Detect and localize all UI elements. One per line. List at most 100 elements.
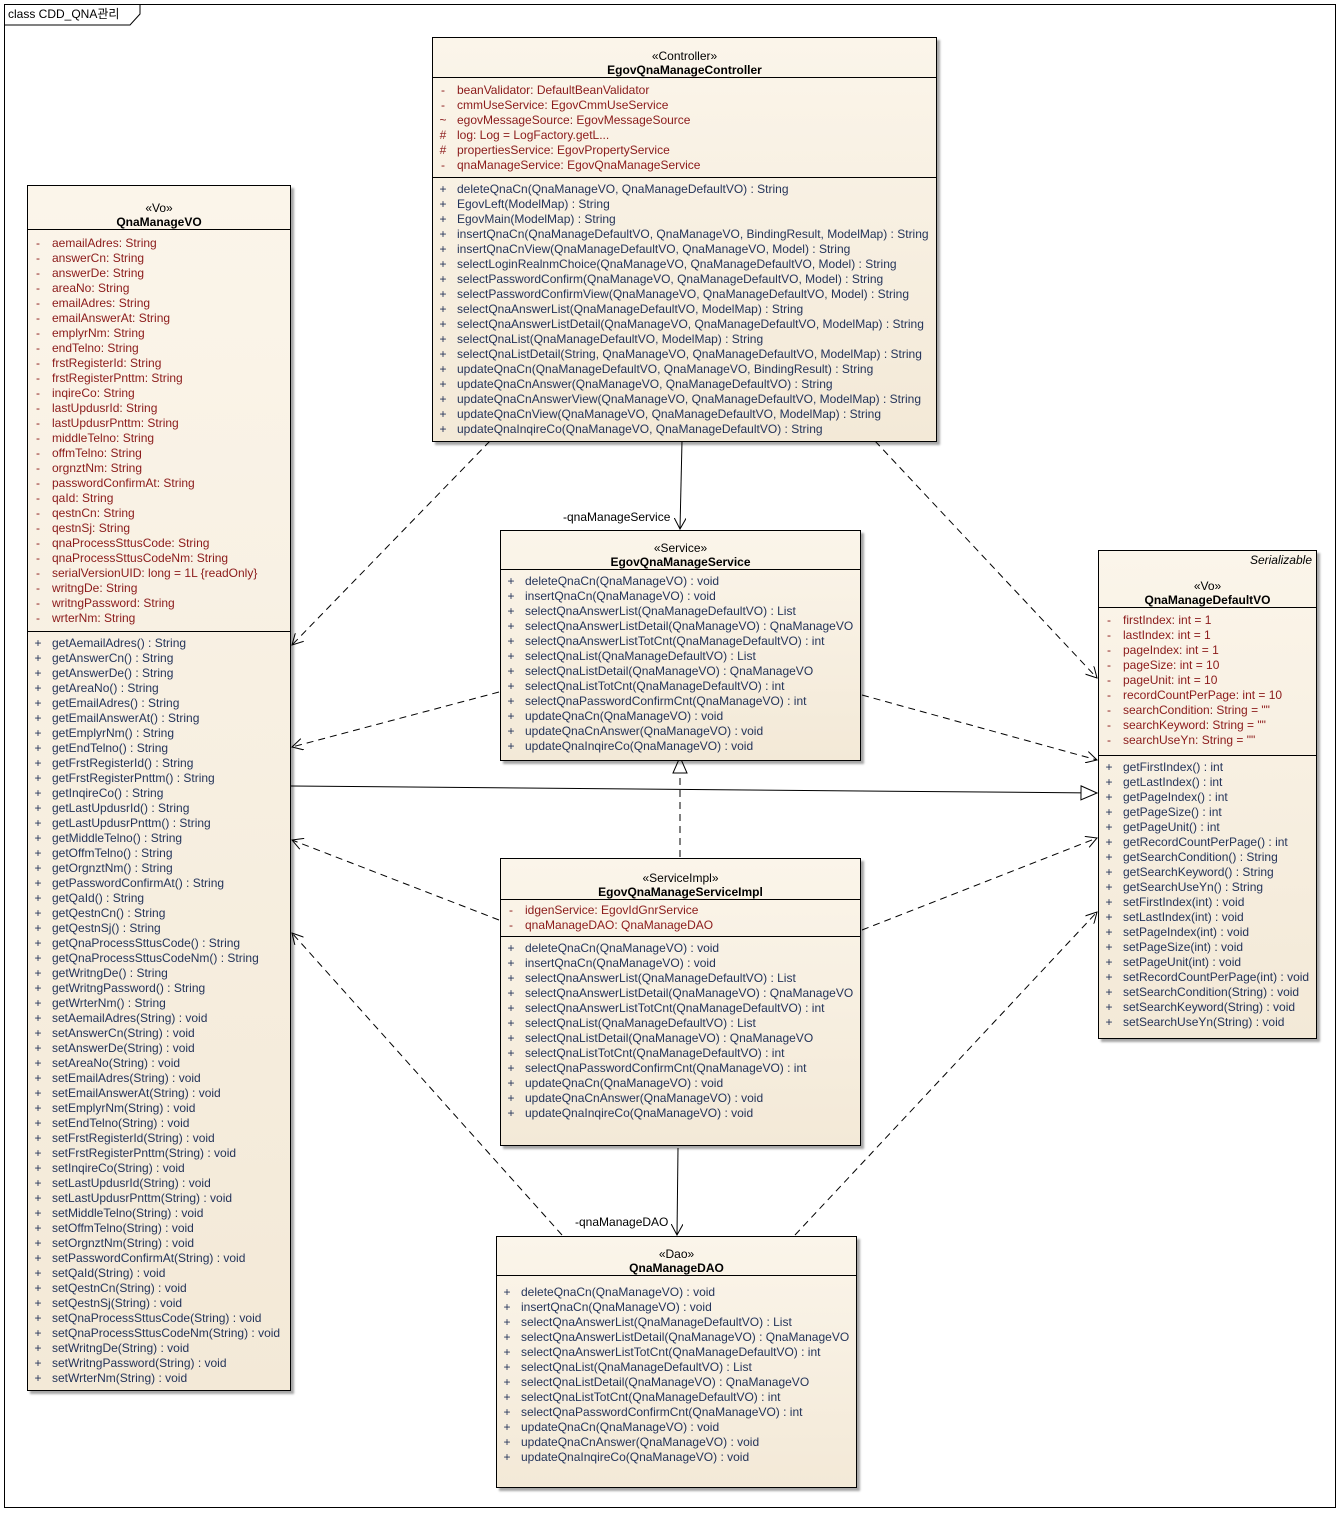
operation-row[interactable]: +getQaId() : String <box>28 891 290 906</box>
operation-row[interactable]: +setWritngPassword(String) : void <box>28 1356 290 1371</box>
attribute-row[interactable]: -emplyrNm: String <box>28 326 290 341</box>
attribute-row[interactable]: -areaNo: String <box>28 281 290 296</box>
operation-row[interactable]: +getEmailAdres() : String <box>28 696 290 711</box>
operation-row[interactable]: +insertQnaCnView(QnaManageDefaultVO, Qna… <box>433 242 936 257</box>
attribute-row[interactable]: -endTelno: String <box>28 341 290 356</box>
attribute-row[interactable]: -recordCountPerPage: int = 10 <box>1099 688 1316 703</box>
operation-row[interactable]: +insertQnaCn(QnaManageVO) : void <box>501 589 860 604</box>
operation-row[interactable]: +updateQnaInqireCo(QnaManageVO) : void <box>501 1106 860 1121</box>
attribute-row[interactable]: -offmTelno: String <box>28 446 290 461</box>
attribute-row[interactable]: -qaId: String <box>28 491 290 506</box>
attribute-row[interactable]: -pageSize: int = 10 <box>1099 658 1316 673</box>
operation-row[interactable]: +setInqireCo(String) : void <box>28 1161 290 1176</box>
operation-row[interactable]: +setSearchKeyword(String) : void <box>1099 1000 1316 1015</box>
attribute-row[interactable]: -writngDe: String <box>28 581 290 596</box>
operation-row[interactable]: +getLastUpdusrId() : String <box>28 801 290 816</box>
operation-row[interactable]: +selectQnaListTotCnt(QnaManageDefaultVO)… <box>497 1390 856 1405</box>
operation-row[interactable]: +getRecordCountPerPage() : int <box>1099 835 1316 850</box>
operation-row[interactable]: +getOffmTelno() : String <box>28 846 290 861</box>
operation-row[interactable]: +getSearchKeyword() : String <box>1099 865 1316 880</box>
operation-row[interactable]: +selectQnaListDetail(QnaManageVO) : QnaM… <box>501 664 860 679</box>
attribute-row[interactable]: #propertiesService: EgovPropertyService <box>433 143 936 158</box>
operation-row[interactable]: +getQestnSj() : String <box>28 921 290 936</box>
attribute-row[interactable]: -passwordConfirmAt: String <box>28 476 290 491</box>
operation-row[interactable]: +getAreaNo() : String <box>28 681 290 696</box>
attribute-row[interactable]: -qnaManageService: EgovQnaManageService <box>433 158 936 173</box>
operation-row[interactable]: +getLastIndex() : int <box>1099 775 1316 790</box>
operation-row[interactable]: +selectQnaAnswerList(QnaManageDefaultVO)… <box>501 604 860 619</box>
attribute-row[interactable]: -qnaManageDAO: QnaManageDAO <box>501 918 860 933</box>
attribute-row[interactable]: -qnaProcessSttusCode: String <box>28 536 290 551</box>
attribute-row[interactable]: -frstRegisterId: String <box>28 356 290 371</box>
operation-row[interactable]: +setPasswordConfirmAt(String) : void <box>28 1251 290 1266</box>
operation-row[interactable]: +getFrstRegisterId() : String <box>28 756 290 771</box>
operation-row[interactable]: +updateQnaInqireCo(QnaManageVO) : void <box>501 739 860 754</box>
operation-row[interactable]: +getSearchUseYn() : String <box>1099 880 1316 895</box>
attribute-row[interactable]: -lastIndex: int = 1 <box>1099 628 1316 643</box>
operation-row[interactable]: +setAreaNo(String) : void <box>28 1056 290 1071</box>
attribute-row[interactable]: -qestnCn: String <box>28 506 290 521</box>
operation-row[interactable]: +setLastUpdusrId(String) : void <box>28 1176 290 1191</box>
attribute-row[interactable]: ~egovMessageSource: EgovMessageSource <box>433 113 936 128</box>
operation-row[interactable]: +insertQnaCn(QnaManageVO) : void <box>497 1300 856 1315</box>
operation-row[interactable]: +selectQnaAnswerListTotCnt(QnaManageDefa… <box>501 1001 860 1016</box>
operation-row[interactable]: +getEmplyrNm() : String <box>28 726 290 741</box>
operation-row[interactable]: +selectQnaListDetail(QnaManageVO) : QnaM… <box>501 1031 860 1046</box>
operation-row[interactable]: +updateQnaInqireCo(QnaManageVO, QnaManag… <box>433 422 936 437</box>
operation-row[interactable]: +deleteQnaCn(QnaManageVO) : void <box>501 574 860 589</box>
class-service[interactable]: «Service»EgovQnaManageService+deleteQnaC… <box>500 530 861 761</box>
operation-row[interactable]: +EgovMain(ModelMap) : String <box>433 212 936 227</box>
operation-row[interactable]: +selectLoginRealnmChoice(QnaManageVO, Qn… <box>433 257 936 272</box>
operation-row[interactable]: +deleteQnaCn(QnaManageVO) : void <box>501 941 860 956</box>
operation-row[interactable]: +setFrstRegisterPnttm(String) : void <box>28 1146 290 1161</box>
operation-row[interactable]: +updateQnaCnAnswer(QnaManageVO) : void <box>501 724 860 739</box>
operation-row[interactable]: +getFrstRegisterPnttm() : String <box>28 771 290 786</box>
operation-row[interactable]: +setSearchCondition(String) : void <box>1099 985 1316 1000</box>
operation-row[interactable]: +setAnswerCn(String) : void <box>28 1026 290 1041</box>
class-controller[interactable]: «Controller»EgovQnaManageController-bean… <box>432 37 937 442</box>
operation-row[interactable]: +selectQnaPasswordConfirmCnt(QnaManageVO… <box>497 1405 856 1420</box>
operation-row[interactable]: +getPageSize() : int <box>1099 805 1316 820</box>
operation-row[interactable]: +selectQnaList(QnaManageDefaultVO) : Lis… <box>501 1016 860 1031</box>
operation-row[interactable]: +selectQnaListTotCnt(QnaManageDefaultVO)… <box>501 679 860 694</box>
operation-row[interactable]: +getOrgnztNm() : String <box>28 861 290 876</box>
attribute-row[interactable]: -answerCn: String <box>28 251 290 266</box>
attribute-row[interactable]: -qnaProcessSttusCodeNm: String <box>28 551 290 566</box>
attribute-row[interactable]: -idgenService: EgovIdGnrService <box>501 903 860 918</box>
attribute-row[interactable]: -searchCondition: String = "" <box>1099 703 1316 718</box>
operation-row[interactable]: +setQaId(String) : void <box>28 1266 290 1281</box>
attribute-row[interactable]: -serialVersionUID: long = 1L {readOnly} <box>28 566 290 581</box>
operation-row[interactable]: +setSearchUseYn(String) : void <box>1099 1015 1316 1030</box>
operation-row[interactable]: +selectPasswordConfirmView(QnaManageVO, … <box>433 287 936 302</box>
operation-row[interactable]: +updateQnaCnView(QnaManageVO, QnaManageD… <box>433 407 936 422</box>
operation-row[interactable]: +insertQnaCn(QnaManageVO) : void <box>501 956 860 971</box>
operation-row[interactable]: +selectQnaList(QnaManageDefaultVO, Model… <box>433 332 936 347</box>
class-dao[interactable]: «Dao»QnaManageDAO+deleteQnaCn(QnaManageV… <box>496 1236 857 1488</box>
attribute-row[interactable]: -inqireCo: String <box>28 386 290 401</box>
operation-row[interactable]: +selectPasswordConfirm(QnaManageVO, QnaM… <box>433 272 936 287</box>
operation-row[interactable]: +setLastUpdusrPnttm(String) : void <box>28 1191 290 1206</box>
operation-row[interactable]: +updateQnaInqireCo(QnaManageVO) : void <box>497 1450 856 1465</box>
attribute-row[interactable]: -aemailAdres: String <box>28 236 290 251</box>
operation-row[interactable]: +setPageIndex(int) : void <box>1099 925 1316 940</box>
operation-row[interactable]: +getQestnCn() : String <box>28 906 290 921</box>
operation-row[interactable]: +setAnswerDe(String) : void <box>28 1041 290 1056</box>
class-vo[interactable]: «Vo»QnaManageVO-aemailAdres: String-answ… <box>27 185 291 1391</box>
operation-row[interactable]: +getInqireCo() : String <box>28 786 290 801</box>
operation-row[interactable]: +getAnswerDe() : String <box>28 666 290 681</box>
attribute-row[interactable]: -orgnztNm: String <box>28 461 290 476</box>
operation-row[interactable]: +selectQnaListTotCnt(QnaManageDefaultVO)… <box>501 1046 860 1061</box>
operation-row[interactable]: +setLastIndex(int) : void <box>1099 910 1316 925</box>
operation-row[interactable]: +selectQnaListDetail(QnaManageVO) : QnaM… <box>497 1375 856 1390</box>
operation-row[interactable]: +setOffmTelno(String) : void <box>28 1221 290 1236</box>
operation-row[interactable]: +getMiddleTelno() : String <box>28 831 290 846</box>
operation-row[interactable]: +getPasswordConfirmAt() : String <box>28 876 290 891</box>
operation-row[interactable]: +setQestnSj(String) : void <box>28 1296 290 1311</box>
attribute-row[interactable]: -writngPassword: String <box>28 596 290 611</box>
attribute-row[interactable]: -searchUseYn: String = "" <box>1099 733 1316 748</box>
operation-row[interactable]: +selectQnaAnswerList(QnaManageDefaultVO,… <box>433 302 936 317</box>
operation-row[interactable]: +selectQnaAnswerList(QnaManageDefaultVO)… <box>497 1315 856 1330</box>
operation-row[interactable]: +updateQnaCn(QnaManageVO) : void <box>501 1076 860 1091</box>
operation-row[interactable]: +setQnaProcessSttusCode(String) : void <box>28 1311 290 1326</box>
operation-row[interactable]: +getAemailAdres() : String <box>28 636 290 651</box>
